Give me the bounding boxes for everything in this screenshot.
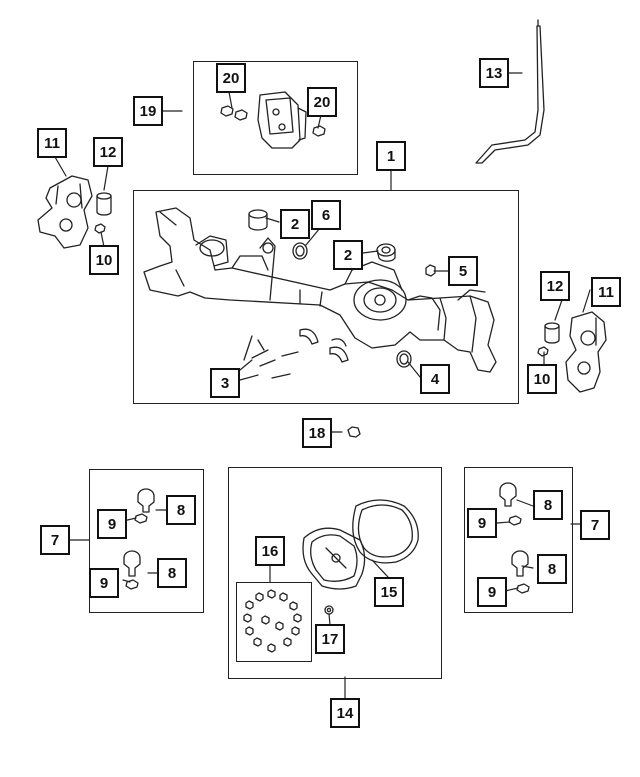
ball-joint-right-box: [464, 467, 573, 613]
bearing-cap-bolts: [243, 335, 299, 379]
ball-joint-right-upper: [499, 482, 517, 507]
differential-cover: [302, 527, 366, 590]
callout-9-right-lower: 9: [477, 577, 507, 607]
steering-tube: [475, 19, 545, 164]
axle-bracket: [257, 91, 307, 149]
callout-18: 18: [302, 418, 332, 448]
callout-1: 1: [376, 141, 406, 171]
ball-joint-nut-right-upper: [508, 515, 522, 526]
callout-11-left: 11: [37, 128, 67, 158]
callout-9-left-lower: 9: [89, 568, 119, 598]
upper-bushing: [248, 209, 268, 231]
ball-joint-left-box: [89, 469, 204, 613]
callout-12-right: 12: [540, 271, 570, 301]
fill-plug: [347, 426, 361, 438]
callout-8-right-upper: 8: [533, 490, 563, 520]
cover-gasket: [352, 499, 419, 564]
callout-8-right-lower: 8: [537, 554, 567, 584]
ball-joint-nut-left-upper: [134, 513, 148, 524]
right-bushing: [544, 322, 560, 344]
leader-lines: [54, 72, 591, 699]
callout-17: 17: [315, 624, 345, 654]
callout-7-right: 7: [580, 510, 610, 540]
ball-joint-nut-right-lower: [516, 583, 530, 594]
bearing-caps: [299, 328, 349, 363]
axle-seal-lower: [396, 350, 412, 368]
differential-cover-box: [228, 467, 442, 679]
left-bushing: [96, 192, 112, 216]
axle-assembly-box: [133, 190, 519, 404]
callout-7-left: 7: [40, 525, 70, 555]
callout-4: 4: [420, 364, 450, 394]
callout-13: 13: [479, 58, 509, 88]
callout-9-left-upper: 9: [97, 509, 127, 539]
callout-14: 14: [330, 698, 360, 728]
diff-bushing: [376, 243, 396, 262]
axle-seal-upper: [292, 242, 308, 260]
callout-20-right: 20: [307, 87, 337, 117]
bracket-group-box: [193, 61, 358, 175]
callout-16: 16: [255, 536, 285, 566]
callout-12-left: 12: [93, 137, 123, 167]
callout-11-right: 11: [591, 277, 621, 307]
axle-housing: [143, 207, 497, 373]
callout-10-right: 10: [527, 364, 557, 394]
vent-fitting: [425, 264, 436, 277]
callout-10-left: 10: [89, 245, 119, 275]
right-steering-knuckle: [565, 311, 607, 393]
callout-2-lower: 2: [333, 240, 363, 270]
fill-washer: [324, 605, 334, 615]
callout-20-left: 20: [216, 63, 246, 93]
callout-6: 6: [311, 200, 341, 230]
callout-8-left-lower: 8: [157, 558, 187, 588]
callout-2-upper: 2: [280, 209, 310, 239]
ball-joint-nut-left-lower: [125, 579, 139, 590]
right-bolt: [537, 346, 549, 357]
callout-8-left-upper: 8: [166, 495, 196, 525]
ball-joint-right-lower: [511, 550, 529, 577]
ball-joint-left-lower: [123, 550, 141, 577]
cover-bolts: [243, 589, 302, 653]
cover-bolts-subbox: [236, 582, 312, 662]
left-steering-knuckle: [37, 175, 93, 249]
callout-9-right-upper: 9: [467, 508, 497, 538]
callout-5: 5: [448, 256, 478, 286]
bracket-bolts: [220, 105, 326, 137]
ball-joint-left-upper: [137, 488, 155, 513]
callout-15: 15: [374, 577, 404, 607]
callout-3: 3: [210, 368, 240, 398]
left-bolt: [94, 223, 106, 234]
callout-19: 19: [133, 96, 163, 126]
